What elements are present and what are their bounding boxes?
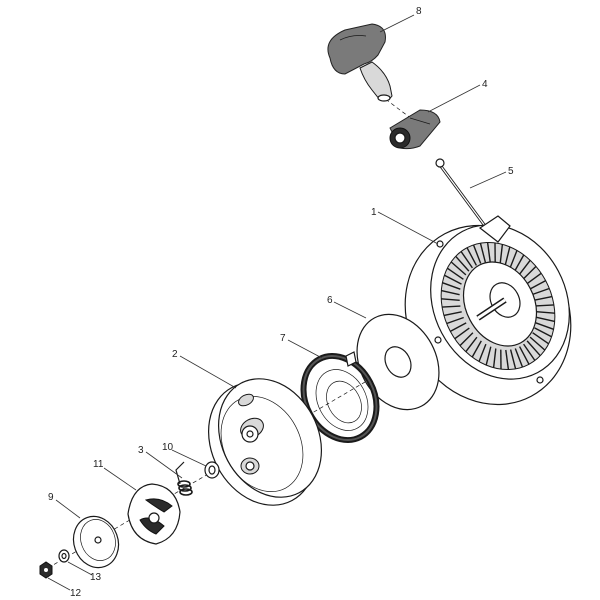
part-2-pulley bbox=[207, 378, 323, 506]
callout-2: 2 bbox=[172, 349, 178, 360]
callout-1: 1 bbox=[371, 207, 377, 218]
leader-line-9 bbox=[55, 499, 81, 519]
part-9-retainer-plate bbox=[72, 515, 120, 569]
housing-fin bbox=[532, 287, 550, 296]
housing-fin bbox=[529, 336, 546, 351]
housing-fin bbox=[534, 327, 552, 338]
part-11-ratchet-plate bbox=[127, 483, 181, 545]
leader-line-1 bbox=[377, 211, 439, 245]
callout-3: 3 bbox=[138, 445, 144, 456]
housing-fin bbox=[471, 340, 482, 358]
leader-line-2 bbox=[179, 355, 237, 389]
leader-line-13 bbox=[67, 561, 93, 576]
housing-fin bbox=[536, 316, 555, 323]
housing-fin bbox=[442, 282, 461, 290]
housing-fin bbox=[536, 311, 555, 314]
housing-fin bbox=[441, 298, 460, 301]
part-3-small-spring bbox=[175, 461, 193, 496]
leader-line-6 bbox=[333, 301, 367, 319]
housing-fin bbox=[522, 265, 537, 280]
leader-line-8 bbox=[379, 14, 415, 33]
callout-10: 10 bbox=[162, 442, 174, 453]
callout-7: 7 bbox=[280, 333, 286, 344]
housing-fin bbox=[535, 304, 554, 307]
callout-12: 12 bbox=[70, 588, 82, 599]
housing-fin bbox=[454, 327, 470, 340]
leader-line-7 bbox=[287, 339, 323, 359]
housing-fin bbox=[479, 242, 487, 263]
callout-11: 11 bbox=[93, 459, 104, 470]
part-4-handle-insert bbox=[389, 109, 441, 150]
housing-fin bbox=[518, 346, 530, 365]
housing-fin bbox=[514, 254, 525, 272]
housing-fin bbox=[529, 279, 547, 290]
housing-fin bbox=[443, 311, 462, 317]
leader-line-12 bbox=[47, 577, 71, 591]
housing-fin bbox=[442, 305, 461, 308]
housing-fin bbox=[534, 295, 553, 301]
callout-6: 6 bbox=[327, 295, 333, 306]
housing-fin bbox=[446, 267, 464, 280]
housing-fin bbox=[478, 343, 487, 362]
housing-fin bbox=[460, 251, 473, 269]
part-10-small-washer bbox=[204, 461, 220, 479]
housing-fin bbox=[450, 261, 467, 276]
part-8-handle bbox=[327, 23, 393, 102]
callout-13: 13 bbox=[90, 572, 102, 583]
housing-fin bbox=[504, 246, 511, 266]
housing-cooling-fins bbox=[441, 242, 555, 370]
part-5-rope bbox=[435, 158, 490, 231]
leader-line-11 bbox=[103, 467, 137, 491]
part-1-housing bbox=[404, 215, 572, 406]
housing-fin bbox=[472, 244, 482, 264]
part-6-washer-disc bbox=[356, 313, 440, 411]
part-13-washer bbox=[58, 549, 70, 563]
callout-5: 5 bbox=[508, 166, 514, 177]
housing-fin bbox=[514, 348, 524, 368]
housing-fin bbox=[441, 289, 460, 296]
housing-fin bbox=[444, 274, 462, 285]
housing-fin bbox=[466, 247, 478, 266]
housing-fin bbox=[526, 340, 541, 357]
housing-fin bbox=[459, 332, 474, 347]
housing-fin bbox=[509, 250, 518, 269]
part-12-nut bbox=[39, 561, 53, 579]
housing-fin bbox=[485, 346, 492, 366]
callout-4: 4 bbox=[482, 79, 488, 90]
callout-9: 9 bbox=[48, 492, 54, 503]
callout-8: 8 bbox=[416, 6, 422, 17]
housing-fin bbox=[532, 332, 550, 345]
leader-line-10 bbox=[171, 449, 207, 467]
housing-fin bbox=[455, 255, 470, 272]
leader-line-5 bbox=[469, 171, 507, 189]
housing-fin bbox=[505, 349, 510, 370]
housing-fin bbox=[486, 242, 491, 263]
housing-fin bbox=[449, 322, 467, 333]
housing-fin bbox=[535, 322, 554, 330]
housing-fin bbox=[499, 244, 504, 264]
housing-fin bbox=[492, 348, 497, 368]
housing-fin bbox=[523, 343, 536, 361]
housing-fin bbox=[509, 349, 517, 370]
housing-fin bbox=[518, 259, 531, 276]
leader-line-4 bbox=[427, 84, 481, 113]
housing-fin bbox=[446, 316, 464, 325]
housing-fin bbox=[465, 336, 478, 353]
housing-fin bbox=[526, 272, 542, 285]
leader-line-3 bbox=[145, 451, 183, 479]
